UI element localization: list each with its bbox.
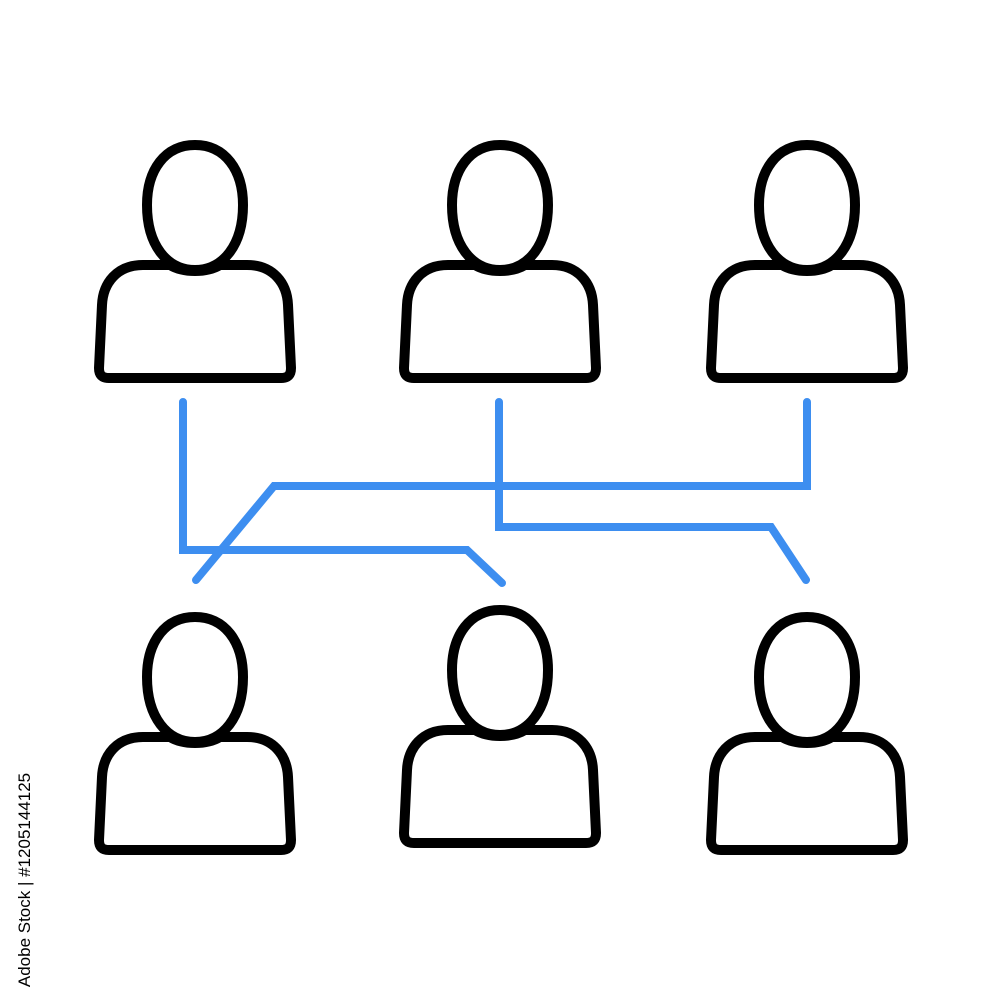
person-head bbox=[447, 140, 553, 275]
person-icon-5 bbox=[399, 605, 601, 848]
person-head bbox=[142, 612, 248, 747]
person-head bbox=[754, 612, 860, 747]
person-icon-2 bbox=[399, 140, 601, 383]
connector-line-1-to-5 bbox=[179, 398, 506, 587]
person-head bbox=[754, 140, 860, 275]
person-body bbox=[706, 732, 908, 855]
person-head bbox=[142, 140, 248, 275]
person-body bbox=[399, 260, 601, 383]
connections-layer bbox=[179, 398, 811, 587]
stock-id-label: Adobe Stock | #1205144125 bbox=[10, 760, 40, 1000]
person-body bbox=[94, 260, 296, 383]
connector-line-2-to-6 bbox=[495, 398, 810, 584]
person-body bbox=[399, 725, 601, 848]
person-icon-4 bbox=[94, 612, 296, 855]
person-icon-3 bbox=[706, 140, 908, 383]
person-body bbox=[706, 260, 908, 383]
person-icon-6 bbox=[706, 612, 908, 855]
connector-line-3-to-4 bbox=[192, 398, 811, 584]
people-layer bbox=[94, 140, 908, 855]
stock-id-text: Adobe Stock | #1205144125 bbox=[15, 772, 34, 988]
person-icon-1 bbox=[94, 140, 296, 383]
person-head bbox=[447, 605, 553, 740]
person-body bbox=[94, 732, 296, 855]
